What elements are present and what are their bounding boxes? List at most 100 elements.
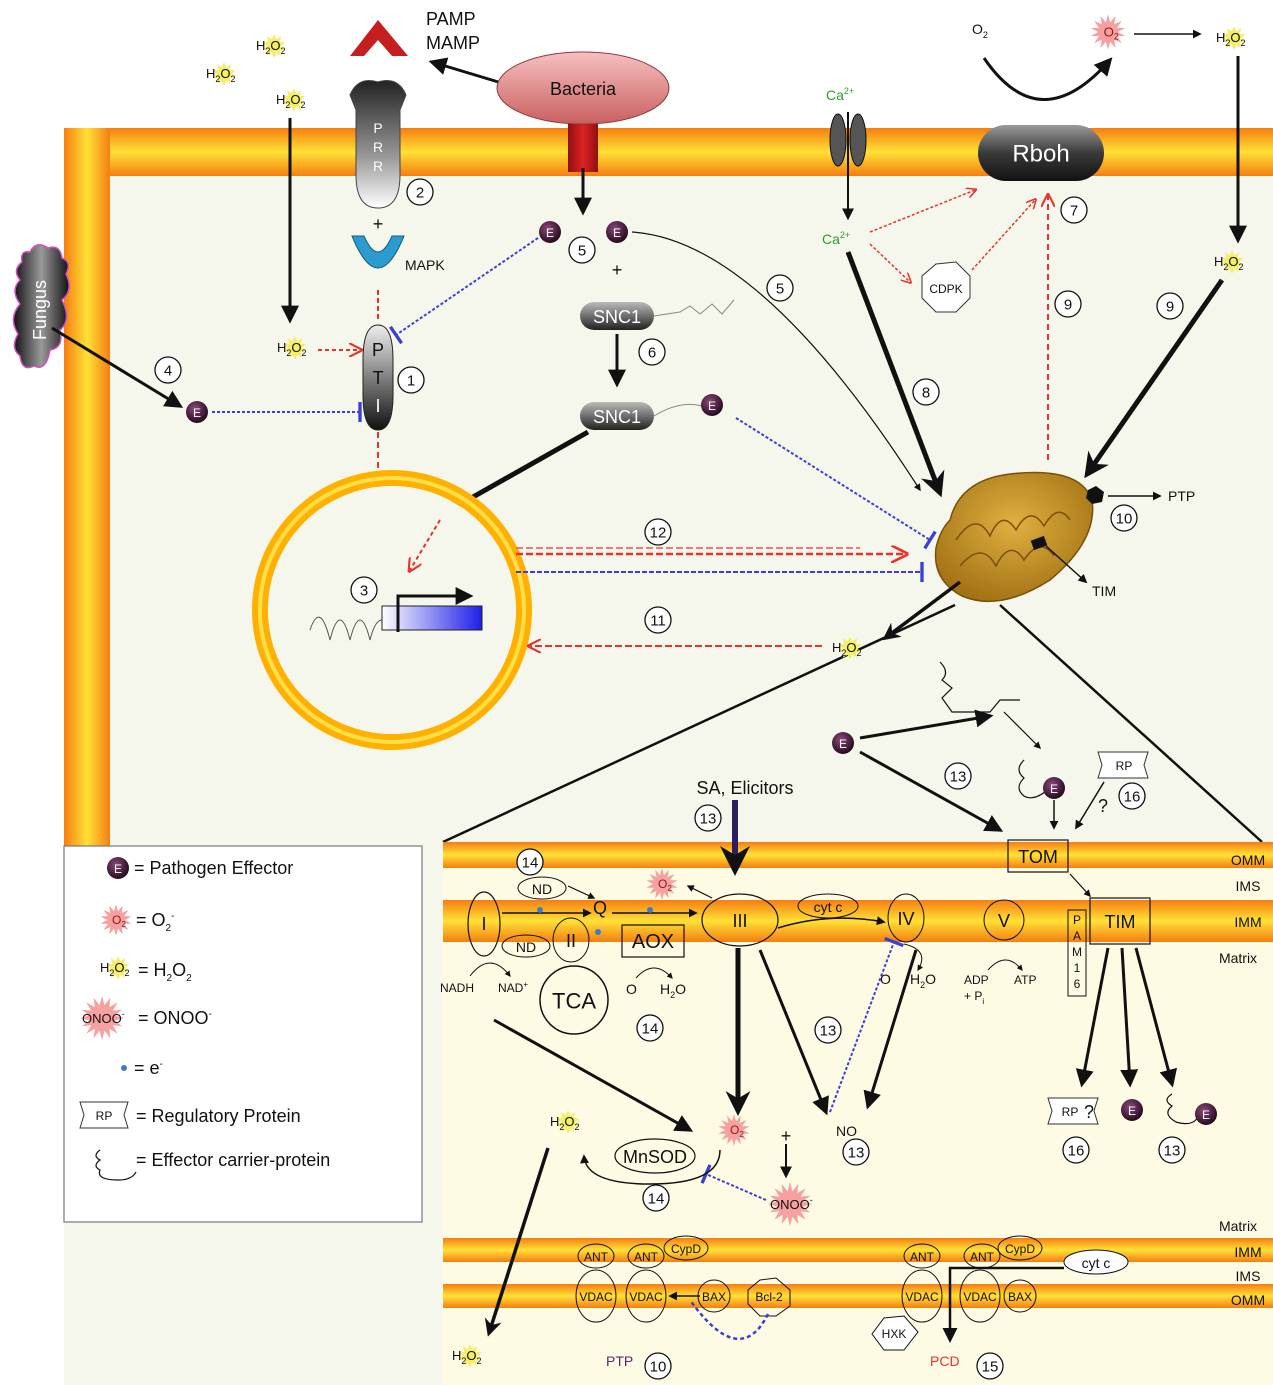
svg-text:3: 3: [360, 583, 368, 600]
svg-text:10: 10: [650, 1359, 667, 1376]
ims-label-lower: IMS: [1236, 1268, 1261, 1284]
legend-effector-letter: E: [114, 862, 122, 876]
h2o2-external-group: H2O2H2O2H2O2: [206, 34, 306, 112]
svg-text:13: 13: [950, 769, 967, 786]
pti-letter-i: I: [375, 396, 380, 416]
step-badge-4: 4: [155, 357, 181, 383]
omm-band: [443, 842, 1273, 868]
svg-text:11: 11: [650, 613, 666, 630]
complex-iv-label: IV: [897, 909, 914, 929]
atp-label: ATP: [1014, 973, 1036, 987]
step-badge-14: 14: [637, 1015, 663, 1041]
cytc-label: cyt c: [814, 899, 843, 915]
step-badge-5: 5: [767, 275, 793, 301]
onoo-plus: +: [781, 1126, 792, 1146]
imm-label: IMM: [1234, 914, 1261, 930]
pam16-a: A: [1073, 929, 1081, 943]
ptp-label: PTP: [1168, 488, 1195, 504]
adp-label: ADP: [964, 973, 989, 987]
effector-label: E: [839, 737, 847, 751]
prr-receptor: P R R: [350, 81, 406, 208]
step-badge-16: 16: [1063, 1137, 1089, 1163]
step-badge-9: 9: [1157, 293, 1183, 319]
svg-text:2: 2: [416, 185, 424, 202]
vdac-label: VDAC: [905, 1290, 939, 1304]
cdpk-label: CDPK: [929, 282, 962, 296]
step-badge-3: 3: [351, 577, 377, 603]
snc1-label: SNC1: [593, 407, 641, 427]
ptp-label-bottom: PTP: [606, 1353, 633, 1369]
vdac-label: VDAC: [629, 1290, 663, 1304]
effector-import: E: [832, 732, 854, 754]
step-badge-14: 14: [643, 1185, 669, 1211]
electron-3: [647, 907, 653, 913]
step-badge-10: 10: [645, 1353, 671, 1379]
step-badge-5: 5: [569, 237, 595, 263]
mamp-label: MAMP: [426, 33, 480, 53]
effector-label: E: [1050, 782, 1058, 796]
step-badge-13: 13: [1159, 1137, 1185, 1163]
legend-electron-label: = e-: [134, 1058, 163, 1078]
step-badge-7: 7: [1061, 197, 1087, 223]
legend: E = Pathogen Effector O2 = O2- H2O2 = H2…: [64, 846, 422, 1222]
step-badge-14: 14: [517, 849, 543, 875]
step-badge-15: 15: [977, 1353, 1003, 1379]
pti-module: P T I: [363, 325, 393, 430]
legend-electron-icon: [121, 1065, 127, 1071]
svg-text:14: 14: [648, 1191, 665, 1208]
bacteria-label: Bacteria: [550, 79, 617, 99]
step-badge-12: 12: [645, 519, 671, 545]
legend-carrier-label: = Effector carrier-protein: [136, 1150, 330, 1170]
fungus: Fungus: [13, 245, 69, 368]
bax-label: BAX: [702, 1290, 726, 1304]
omm-band-lower: [443, 1284, 1273, 1308]
effector-carrier-matrix: E: [1195, 1103, 1217, 1125]
cytc-release-label: cyt c: [1082, 1255, 1111, 1271]
step-badge-16: 16: [1119, 783, 1145, 809]
step-badge-6: 6: [639, 339, 665, 365]
ca-top-label: Ca2+: [826, 86, 854, 103]
step-badge-2: 2: [407, 179, 433, 205]
pamp-label: PAMP: [426, 9, 476, 29]
svg-text:14: 14: [642, 1021, 659, 1038]
svg-text:13: 13: [820, 1023, 837, 1040]
pam16-6: 6: [1074, 977, 1081, 991]
nd-outer-label: ND: [532, 881, 552, 897]
svg-text:15: 15: [982, 1359, 999, 1376]
pcd-label: PCD: [930, 1353, 960, 1369]
aox-o2-label: O: [626, 981, 637, 997]
tca-label: TCA: [552, 989, 596, 1014]
vdac-label: VDAC: [963, 1290, 997, 1304]
step-badge-13: 13: [843, 1139, 869, 1165]
svg-text:10: 10: [1116, 511, 1133, 528]
effector-bacterial-2: E: [606, 221, 628, 243]
ant-label: ANT: [584, 1250, 609, 1264]
complex-i-label: I: [481, 914, 486, 934]
step-badge-13: 13: [815, 1017, 841, 1043]
matrix-label-lower: Matrix: [1219, 1218, 1257, 1234]
nd-inner-label: ND: [516, 939, 536, 955]
step-badge-10: 10: [1111, 505, 1137, 531]
svg-text:9: 9: [1166, 299, 1174, 316]
tim-label-cyto: TIM: [1092, 583, 1116, 599]
rboh-label: Rboh: [1012, 141, 1069, 168]
nucleus: [260, 478, 524, 742]
electron-1: [537, 907, 543, 913]
effector-label: E: [1202, 1108, 1210, 1122]
svg-text:6: 6: [648, 345, 656, 362]
prr-mapk-plus: +: [373, 214, 384, 234]
rp-label-top: RP: [1116, 759, 1133, 773]
complex-v-label: V: [998, 911, 1010, 931]
effector-snc1-plus: +: [612, 260, 623, 280]
effector-on-carrier: E: [1043, 777, 1065, 799]
svg-text:13: 13: [700, 811, 717, 828]
omm-label: OMM: [1231, 852, 1265, 868]
svg-text:9: 9: [1064, 297, 1072, 314]
svg-text:14: 14: [522, 855, 539, 872]
pamp-icon: [350, 20, 408, 56]
effector-matrix: E: [1121, 1099, 1143, 1121]
step-badge-11: 11: [645, 607, 671, 633]
o2-top-label: O2: [972, 21, 988, 40]
tim-label: TIM: [1105, 912, 1136, 932]
